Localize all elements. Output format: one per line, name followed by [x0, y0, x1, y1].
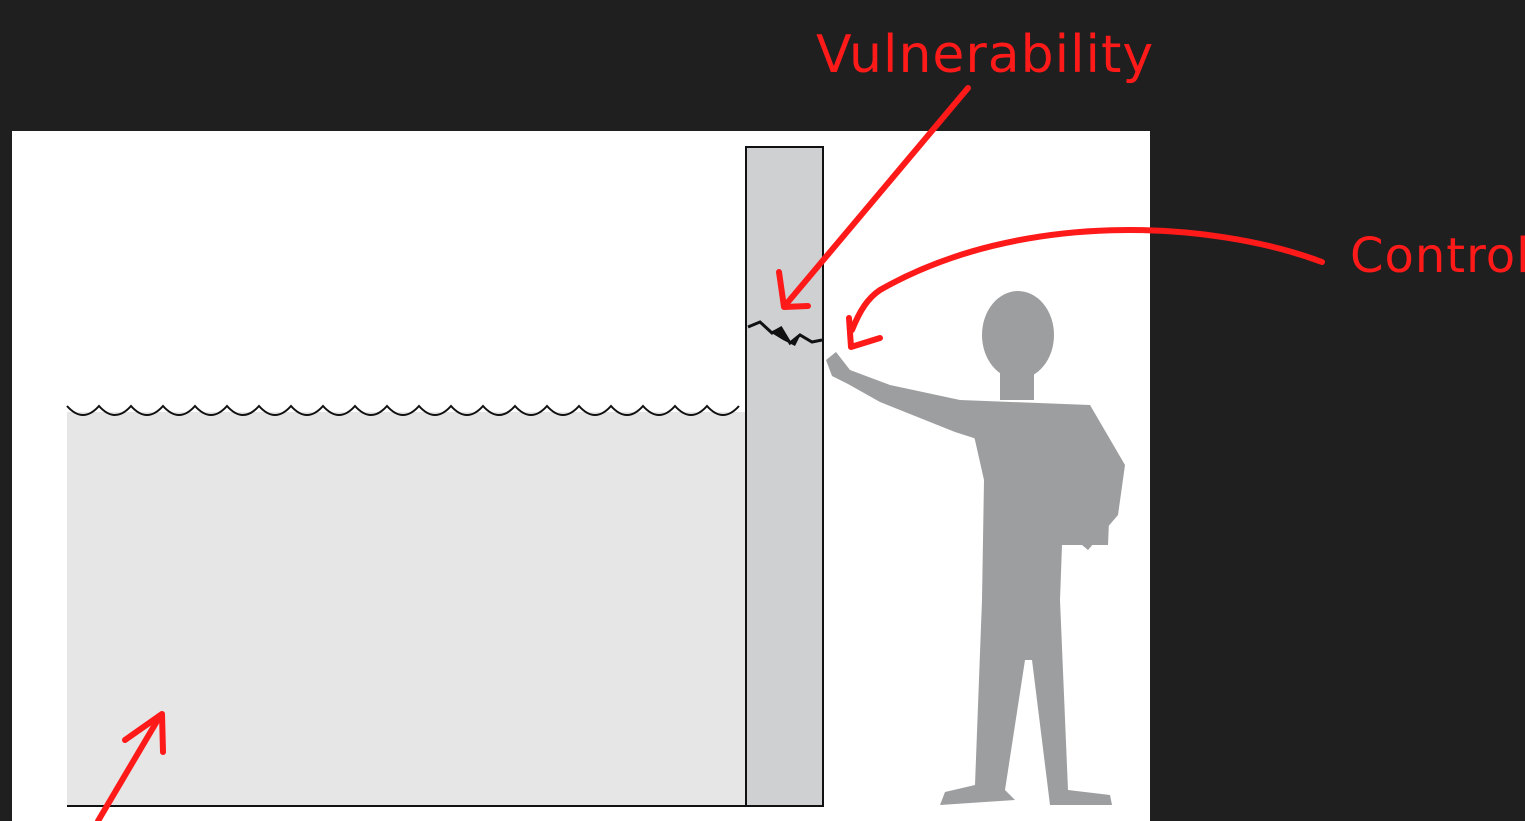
vulnerability-label: Vulnerability [816, 25, 1154, 85]
control-label: Control [1350, 228, 1525, 284]
dam-wall [746, 147, 823, 806]
person-neck [1000, 370, 1034, 400]
water-fill [67, 412, 746, 806]
person-head [982, 291, 1054, 379]
dam-wall-body [746, 147, 823, 806]
water-reservoir [67, 406, 746, 806]
